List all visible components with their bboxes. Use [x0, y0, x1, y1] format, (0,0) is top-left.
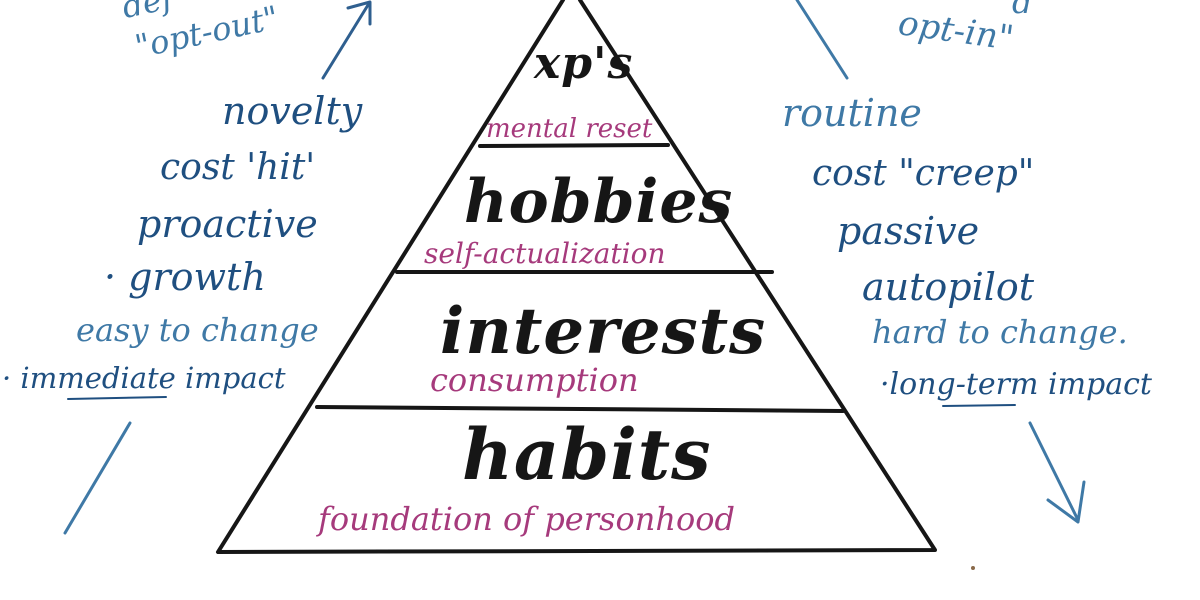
tier-subtitle-hobbies: self-actualization: [424, 237, 666, 270]
left-note-immediate-impact: · immediate impact: [2, 361, 286, 395]
tier-title-habits: habits: [462, 413, 712, 496]
right-note-default: d: [1012, 0, 1033, 21]
arrow-line-bottom-left: [63, 421, 132, 535]
tier-subtitle-interests: consumption: [430, 361, 639, 399]
arrow-up-left-side-head: [346, 0, 372, 26]
left-note-proactive: proactive: [137, 202, 318, 246]
left-note-growth: · growth: [104, 255, 266, 299]
arrow-line-top-right: [795, 0, 849, 80]
left-note-easy-to-change: easy to change: [76, 311, 319, 349]
right-note-autopilot: autopilot: [862, 265, 1035, 309]
arrow-down-right-side-head: [1046, 480, 1086, 524]
pyramid-outline: [216, 0, 937, 554]
right-note-passive: passive: [837, 209, 980, 253]
arrow-up-left-side: [321, 3, 370, 80]
right-note-cost-creep: cost "creep": [812, 153, 1035, 194]
tier-title-hobbies: hobbies: [464, 167, 734, 237]
tier-title-interests: interests: [440, 294, 767, 369]
stray-mark: [971, 566, 975, 570]
tier-divider-1: [478, 143, 670, 148]
left-note-novelty: novelty: [222, 89, 363, 133]
right-note-long-term-impact: ·long-term impact: [880, 367, 1152, 402]
tier-divider-3: [315, 405, 845, 413]
arrow-down-right-side: [1028, 421, 1080, 522]
right-note-hard-to-change: hard to change.: [872, 313, 1128, 351]
left-note-cost-hit: cost 'hit': [160, 147, 316, 188]
right-note-routine: routine: [782, 91, 922, 135]
underline-long-term: [942, 404, 1016, 407]
tier-subtitle-xps: mental reset: [486, 114, 653, 144]
tier-title-xps: xp's: [534, 38, 634, 89]
underline-immediate: [67, 396, 167, 400]
tier-subtitle-habits: foundation of personhood: [318, 500, 735, 538]
